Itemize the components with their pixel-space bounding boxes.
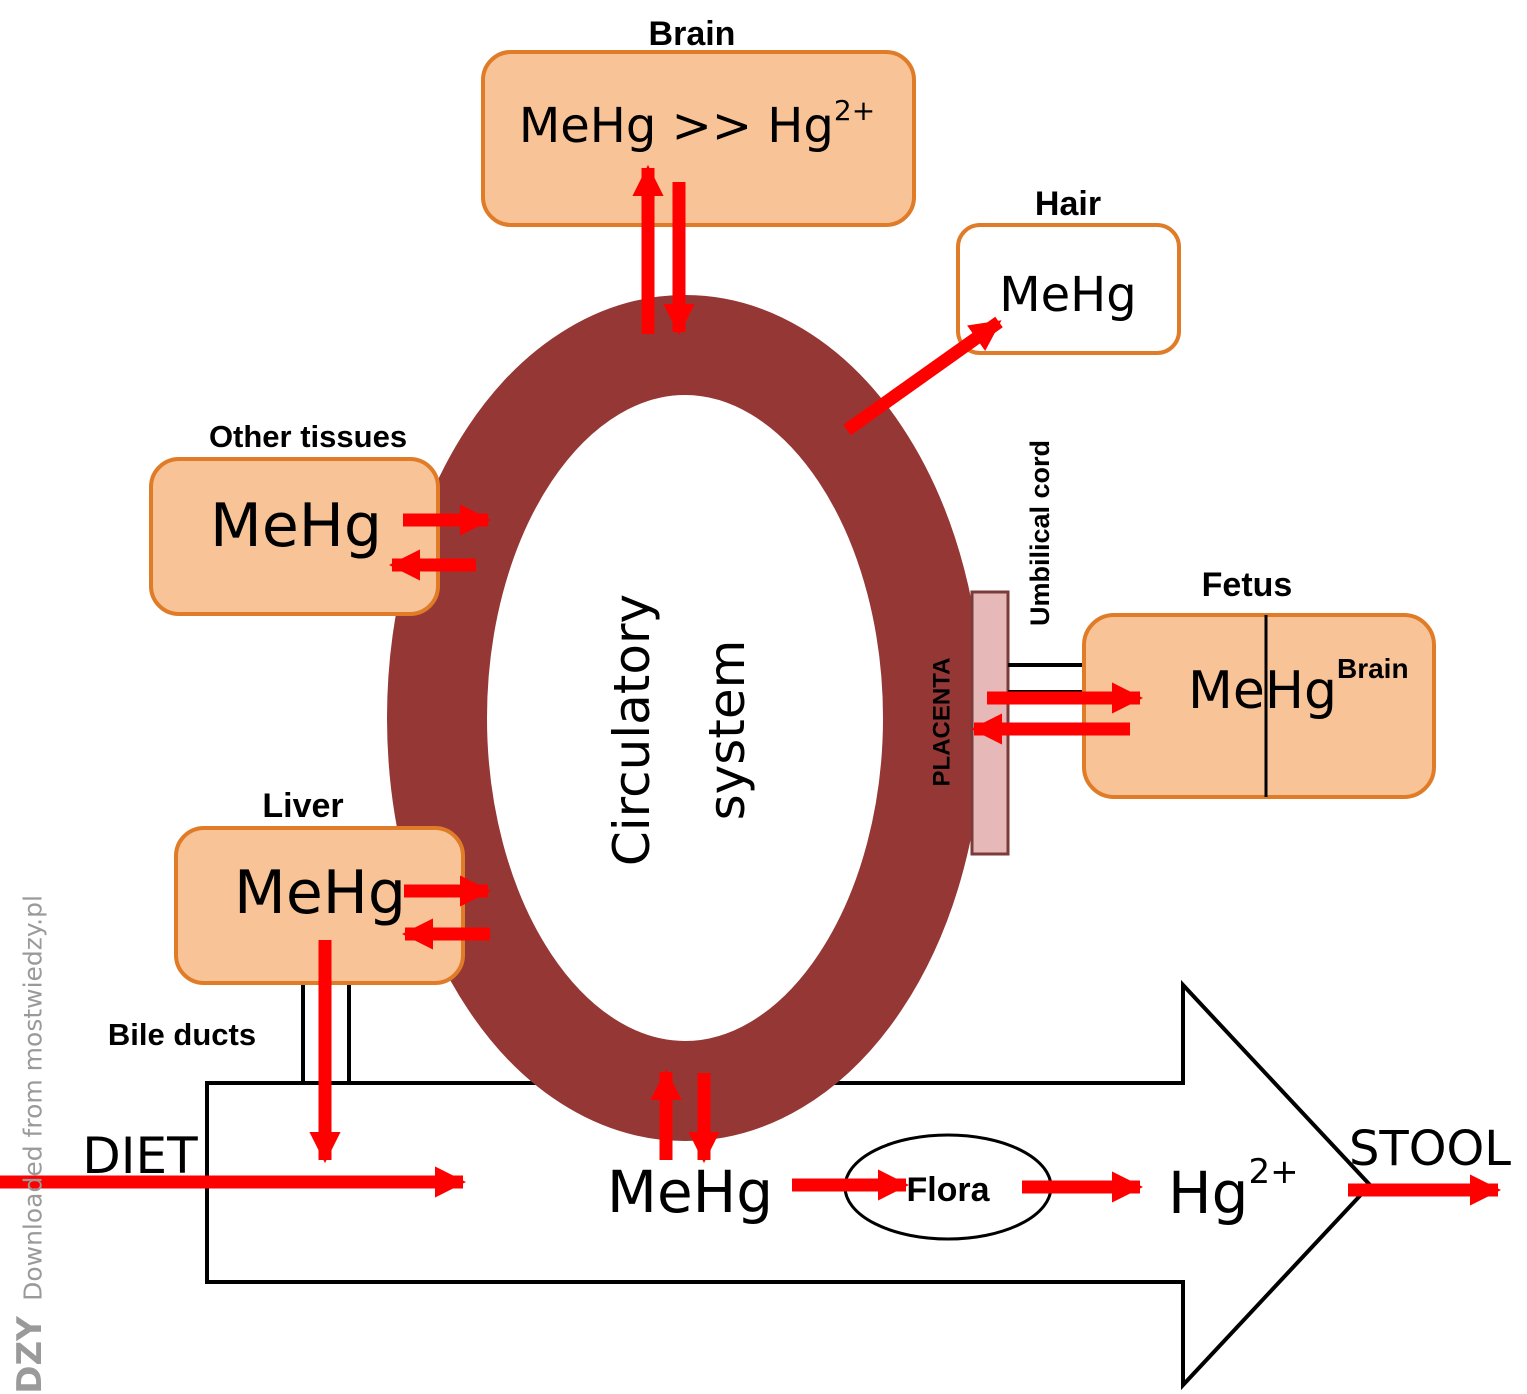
circulatory-ring: [387, 295, 983, 1141]
circulatory-label-line1: Circulatory: [603, 594, 661, 866]
liver-compound: MeHg: [234, 858, 406, 928]
fetus-compound: MeHgBrain: [1188, 653, 1409, 721]
other-tissues-compound: MeHg: [210, 491, 382, 561]
hair-box: [956, 223, 1181, 355]
liver-label: Liver: [262, 787, 343, 825]
gut-mehg: MeHg: [607, 1158, 773, 1226]
other-tissues-label: Other tissues: [209, 419, 407, 454]
stool-label: STOOL: [1349, 1121, 1511, 1177]
fetus-box: [1082, 613, 1436, 799]
hair-compound: MeHg: [999, 267, 1137, 323]
flora-label: Flora: [906, 1171, 990, 1209]
brain-label: Brain: [649, 15, 736, 53]
other-tissues-box: [149, 457, 440, 616]
digestive-tract-arrow: [205, 979, 1373, 1391]
gut-hg: Hg2+: [1168, 1152, 1299, 1227]
hair-label: Hair: [1035, 185, 1101, 223]
brain-box: [481, 50, 916, 227]
watermark-text: Downloaded from mostwiedzy.pl: [19, 895, 48, 1301]
brain-compound: MeHg >> Hg2+: [519, 94, 875, 154]
diet-label: DIET: [82, 1127, 198, 1185]
watermark-brand: DZY: [10, 1316, 50, 1394]
circulatory-label-line2: system: [698, 640, 756, 821]
arrow-ring-to-hair: [843, 316, 1003, 436]
fetus-label: Fetus: [1202, 566, 1293, 604]
placenta-label: PLACENTA: [929, 658, 956, 787]
umbilical-cord-label: Umbilical cord: [1025, 440, 1055, 626]
bile-ducts-label: Bile ducts: [108, 1017, 256, 1052]
